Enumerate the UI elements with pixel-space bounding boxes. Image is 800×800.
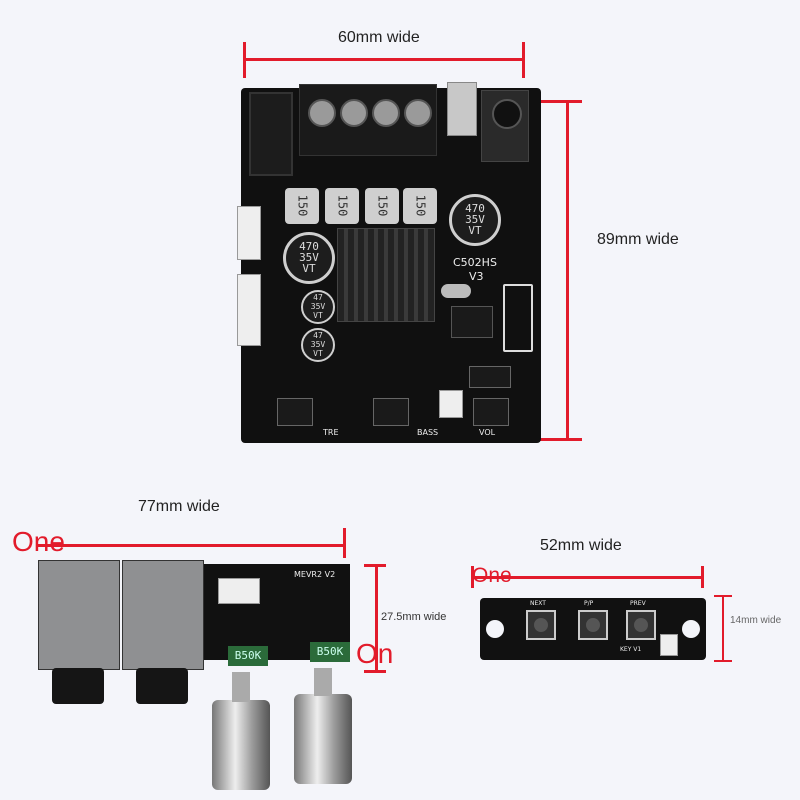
headphone-jack-1 bbox=[38, 560, 120, 670]
inductor-4: 150 bbox=[403, 188, 437, 224]
header-bass bbox=[373, 398, 409, 426]
key-board: NEXT P/P PREV KEY V1 bbox=[480, 598, 706, 660]
potentiometer-1: B50K bbox=[228, 646, 268, 666]
pot-connector bbox=[218, 578, 260, 604]
knob-1 bbox=[212, 700, 270, 790]
capacitor-47-top: 47 35V VT bbox=[301, 290, 335, 324]
knob-2 bbox=[294, 694, 352, 784]
connector-white bbox=[439, 390, 463, 418]
top-height-label: 89mm wide bbox=[597, 231, 679, 248]
capacitor-470-right: 470 35V VT bbox=[449, 194, 501, 246]
key-connector bbox=[660, 634, 678, 656]
inductor-1: 150 bbox=[285, 188, 319, 224]
dc-jack bbox=[249, 92, 293, 176]
connector-left-top bbox=[237, 206, 261, 260]
antenna-trace bbox=[503, 284, 533, 352]
potentiometer-2: B50K bbox=[310, 642, 350, 662]
bluetooth-chip bbox=[451, 306, 493, 338]
terminal-block bbox=[299, 84, 437, 156]
headphone-jack-2 bbox=[122, 560, 204, 670]
header-vol bbox=[473, 398, 509, 426]
header-tre bbox=[277, 398, 313, 426]
connector-left-bottom bbox=[237, 274, 261, 346]
inductor-2: 150 bbox=[325, 188, 359, 224]
usb-port bbox=[447, 82, 477, 136]
label-bass: BASS bbox=[417, 428, 439, 437]
label-next: NEXT bbox=[530, 600, 546, 607]
left-one-label: One bbox=[12, 526, 65, 557]
board-model: C502HS bbox=[453, 256, 497, 269]
header-right bbox=[469, 366, 511, 388]
label-prev: PREV bbox=[630, 600, 646, 607]
crystal bbox=[441, 284, 471, 298]
amplifier-board: 150 150 150 150 470 35V VT 470 35V VT 47… bbox=[237, 82, 541, 443]
label-vol: VOL bbox=[479, 428, 496, 437]
capacitor-47-bottom: 47 35V VT bbox=[301, 328, 335, 362]
right-width-label: 52mm wide bbox=[540, 537, 622, 554]
label-play-pause: P/P bbox=[584, 600, 594, 607]
heatsink bbox=[337, 228, 435, 322]
button-prev[interactable] bbox=[626, 610, 656, 640]
button-play-pause[interactable] bbox=[578, 610, 608, 640]
right-height-label: 14mm wide bbox=[730, 615, 782, 626]
left-width-label: 77mm wide bbox=[138, 498, 220, 515]
label-tre: TRE bbox=[323, 428, 339, 437]
board-version: V3 bbox=[469, 270, 484, 283]
pot-board-model: MEVR2 V2 bbox=[294, 570, 336, 579]
pot-board: MEVR2 V2 B50K B50K bbox=[32, 560, 350, 704]
inductor-3: 150 bbox=[365, 188, 399, 224]
button-next[interactable] bbox=[526, 610, 556, 640]
key-board-label: KEY V1 bbox=[620, 646, 642, 653]
right-one-label: One bbox=[472, 564, 512, 587]
left-height-label: 27.5mm wide bbox=[381, 611, 447, 623]
top-width-label: 60mm wide bbox=[338, 29, 420, 46]
audio-jack bbox=[481, 90, 529, 162]
capacitor-470-left: 470 35V VT bbox=[283, 232, 335, 284]
left-on-label: On bbox=[356, 638, 394, 669]
